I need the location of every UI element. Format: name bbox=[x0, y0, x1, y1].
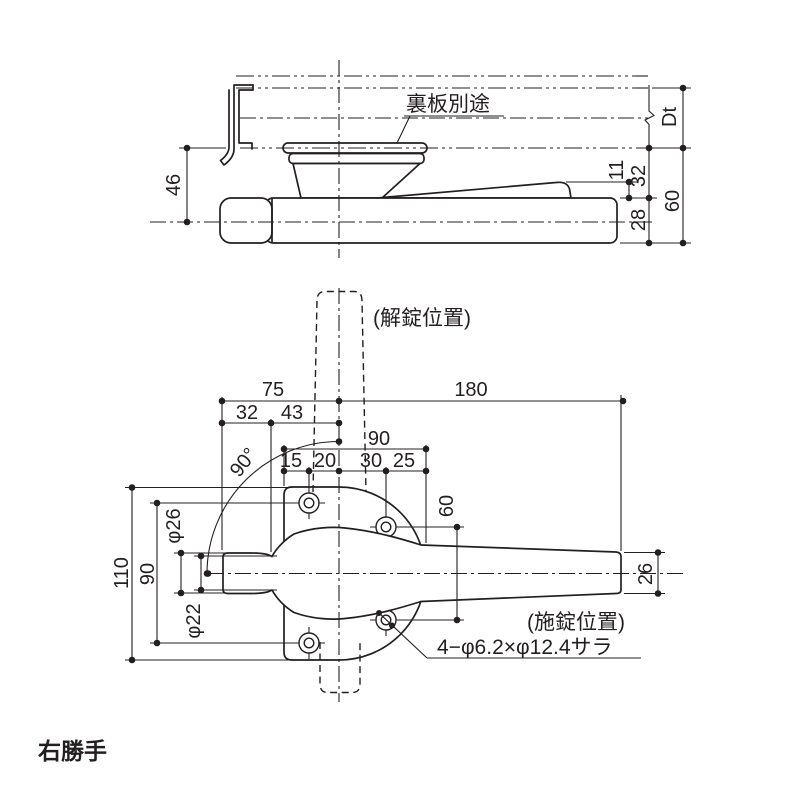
dim-32-label: 32 bbox=[628, 165, 650, 187]
break-and-dim-line bbox=[644, 85, 655, 243]
dim-phi22-label: φ22 bbox=[183, 603, 205, 638]
rotation-angle-label: 90° bbox=[226, 444, 262, 481]
dim-30-label: 30 bbox=[360, 450, 382, 472]
dim-110-label: 110 bbox=[111, 557, 133, 589]
dim-90h-label: 90 bbox=[137, 563, 159, 585]
dim-46-label: 46 bbox=[163, 174, 185, 196]
dim-180-label: 180 bbox=[454, 379, 487, 401]
dim-60-label: 60 bbox=[662, 190, 684, 212]
dim-phi22: φ22 bbox=[183, 552, 205, 639]
locked-position-label: (施錠位置) bbox=[527, 611, 625, 634]
dim-phi26-label: φ26 bbox=[163, 508, 185, 543]
lever-blade-side bbox=[376, 181, 572, 199]
dim-90-holes: 90 bbox=[137, 499, 161, 647]
dim-43-label: 43 bbox=[281, 402, 303, 424]
dim-26: 26 bbox=[624, 549, 665, 597]
dim-20-label: 20 bbox=[314, 450, 336, 472]
grip-butt-side bbox=[219, 197, 273, 244]
side-view: 46 11 32 28 60 Dt 裏板別途 bbox=[150, 60, 691, 258]
dim-phi26: φ26 bbox=[163, 508, 185, 597]
screw-hole bbox=[293, 627, 325, 659]
dim-28-label: 28 bbox=[628, 209, 650, 231]
dim-11-label: 11 bbox=[606, 160, 628, 181]
hub-cone bbox=[292, 162, 421, 199]
screw-spec-note: 4−φ6.2×φ12.4サラ bbox=[376, 610, 641, 659]
screw-note-text: 4−φ6.2×φ12.4サラ bbox=[437, 636, 613, 659]
handing-label: 右勝手 bbox=[38, 738, 107, 764]
unlocked-position-label: (解錠位置) bbox=[373, 307, 471, 330]
backplate-note-text: 裏板別途 bbox=[406, 93, 490, 116]
dim-15-label: 15 bbox=[280, 450, 302, 472]
lever-bar-side bbox=[265, 197, 618, 244]
dim-dt-label: Dt bbox=[659, 107, 681, 127]
plan-view: 90° bbox=[111, 288, 683, 702]
backplate-note-leader bbox=[396, 115, 411, 144]
dim-25-label: 25 bbox=[393, 450, 415, 472]
screw-note-leader bbox=[378, 612, 428, 659]
dim-46: 46 bbox=[163, 144, 226, 226]
dim-60h-label: 60 bbox=[436, 495, 458, 517]
dim-110: 110 bbox=[111, 484, 136, 664]
dim-26-label: 26 bbox=[635, 563, 657, 585]
dim-90w-label: 90 bbox=[368, 428, 390, 450]
dim-75-180: 75 180 bbox=[218, 379, 627, 405]
dim-75-label: 75 bbox=[262, 379, 284, 401]
dim-90-width: 90 bbox=[280, 428, 430, 453]
dim-32-43: 32 43 bbox=[218, 402, 343, 427]
hub-flange bbox=[288, 152, 425, 165]
rotation-arc bbox=[206, 440, 340, 574]
frame-profile bbox=[219, 84, 254, 166]
screw-hole bbox=[293, 487, 325, 519]
dim-32p-label: 32 bbox=[236, 402, 258, 424]
dim-hole-chain: 15 20 30 25 bbox=[280, 450, 430, 475]
backplate-note: 裏板別途 bbox=[396, 93, 504, 144]
dim-60-holes: 60 bbox=[402, 495, 464, 624]
